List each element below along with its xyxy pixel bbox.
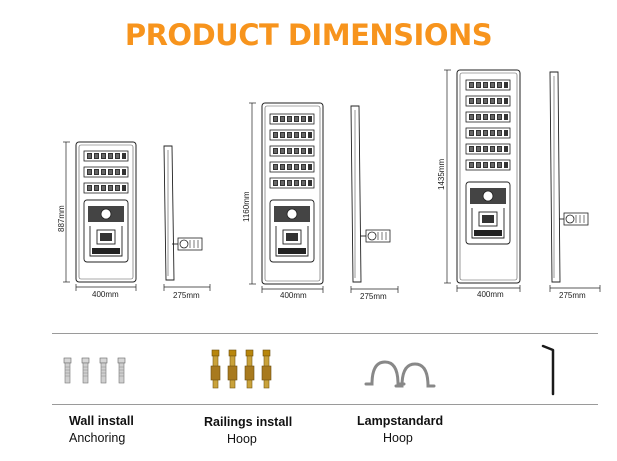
accessory-2-title: Railings install	[204, 415, 293, 429]
product-3-width-label: 400mm	[477, 290, 504, 299]
accessory-3-title: Lampstandard	[357, 414, 444, 428]
product-3-front-view	[456, 69, 521, 284]
product-2-side-view	[350, 105, 391, 283]
product-1-width-label: 400mm	[92, 290, 119, 299]
accessory-3-subtitle: Hoop	[383, 431, 413, 445]
product-3-height-label: 1435mm	[437, 158, 446, 190]
product-2-front-view	[261, 102, 324, 285]
product-1-side-width-label: 275mm	[173, 291, 200, 300]
accessory-1-subtitle: Anchoring	[69, 431, 126, 445]
bottom-divider	[52, 404, 598, 405]
page-title: PRODUCT DIMENSIONS	[124, 18, 493, 52]
top-divider	[52, 333, 598, 334]
product-3-side-view	[549, 71, 589, 283]
product-1-front-view	[75, 141, 137, 283]
product-2-width-label: 400mm	[280, 291, 307, 300]
product-3-side-width-label: 275mm	[559, 291, 586, 300]
product-1-side-view	[163, 145, 203, 281]
product-1-height-label: 887mm	[57, 205, 66, 232]
accessory-2-subtitle: Hoop	[227, 432, 257, 446]
accessory-1-title: Wall install	[69, 414, 134, 428]
product-2-height-label: 1160mm	[242, 191, 251, 222]
product-2-side-width-label: 275mm	[360, 292, 387, 301]
